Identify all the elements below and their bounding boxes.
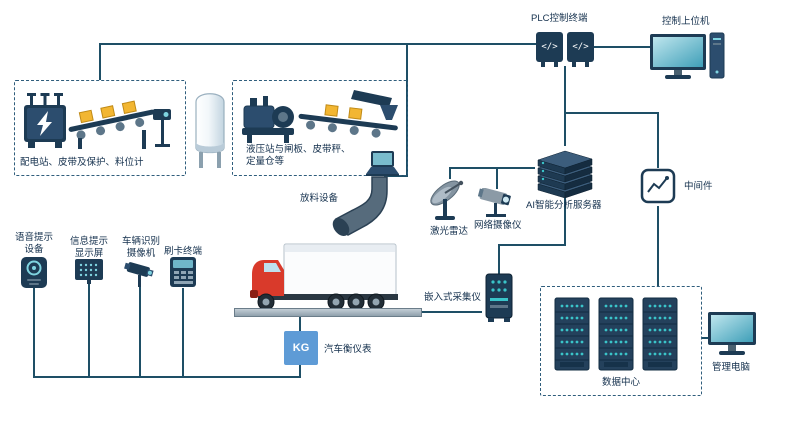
scale-indicator-label: 汽车衡仪表 <box>324 344 372 355</box>
lidar-label: 激光雷达 <box>430 226 469 237</box>
connector-line <box>99 43 101 80</box>
connector-line <box>182 288 184 377</box>
kg-indicator: KG <box>284 331 318 365</box>
connector-line <box>33 288 35 377</box>
server-rack-icon <box>640 296 680 377</box>
network-camera-label: 网络摄像仪 <box>474 220 522 231</box>
datacenter-box <box>540 286 702 396</box>
group1-label: 配电站、皮带及保护、料位计 <box>20 157 144 168</box>
truck-icon <box>238 236 422 317</box>
vehicle-camera-label: 车辆识别 摄像机 <box>114 236 168 260</box>
connector-line <box>139 286 141 377</box>
connector-line <box>100 43 536 45</box>
server-rack-icon <box>596 296 636 377</box>
connector-line <box>564 198 566 246</box>
camera-label-line1: 车辆识别 <box>121 236 160 247</box>
display-screen-icon <box>74 258 104 291</box>
laptop-icon <box>362 150 402 183</box>
connector-line <box>496 167 498 189</box>
middleware-chart-icon <box>640 168 676 211</box>
cctv-camera-icon <box>124 262 158 293</box>
discharge-label: 放料设备 <box>300 193 339 204</box>
plc-code-glyph: </> <box>541 42 558 52</box>
control-host-label: 控制上位机 <box>662 16 710 27</box>
management-pc-label: 管理电脑 <box>712 362 751 373</box>
plc-terminal-1: </> <box>536 32 563 67</box>
display-label-line1: 信息提示 <box>69 236 108 247</box>
display-label-line2: 显示屏 <box>74 247 104 259</box>
connector-line <box>657 112 659 168</box>
connector-line <box>299 365 301 378</box>
connector-line <box>449 167 535 169</box>
voice-label-line2: 设备 <box>24 243 44 255</box>
collector-icon <box>482 272 516 329</box>
card-reader-icon <box>168 256 198 295</box>
level-gauge-icon <box>152 108 174 153</box>
card-terminal-label: 刷卡终端 <box>160 246 206 258</box>
weighbridge-platform <box>234 308 422 317</box>
discharge-chute-icon <box>330 176 390 249</box>
conveyor-icon <box>66 94 160 155</box>
plc-terminal-label: PLC控制终端 <box>531 13 588 24</box>
hydraulic-station-icon <box>240 94 296 149</box>
group2-label-line1: 液压站与闸板、皮带秤、 <box>246 144 351 155</box>
network-camera-icon <box>477 187 518 223</box>
voice-label-line1: 语音提示 <box>14 232 53 243</box>
kg-text: KG <box>292 342 310 354</box>
group2-label-line2: 定量仓等 <box>246 155 285 167</box>
connector-line <box>88 284 90 377</box>
voice-device-label: 语音提示 设备 <box>8 232 60 256</box>
server-rack-icon <box>552 296 592 377</box>
management-pc-icon <box>704 310 760 365</box>
card-label-line1: 刷卡终端 <box>163 246 202 257</box>
collector-label: 嵌入式采集仪 <box>424 292 482 303</box>
datacenter-label: 数据中心 <box>602 377 641 388</box>
connector-line <box>701 337 709 339</box>
connector-line <box>33 376 301 378</box>
connector-line <box>594 46 650 48</box>
equipment-group-box-1 <box>14 80 186 176</box>
middleware-label: 中间件 <box>684 181 713 192</box>
info-display-label: 信息提示 显示屏 <box>62 236 116 260</box>
connector-line <box>498 244 500 274</box>
plc-code-glyph: </> <box>572 42 589 52</box>
camera-label-line2: 摄像机 <box>126 247 156 259</box>
speaker-icon <box>20 256 48 295</box>
transformer-icon <box>22 92 68 155</box>
connector-line <box>564 66 566 146</box>
connector-line <box>564 112 658 114</box>
ai-server-label: AI智能分析服务器 <box>526 200 602 211</box>
silo-icon <box>192 86 228 177</box>
plc-terminal-2: </> <box>567 32 594 67</box>
lidar-dish-icon <box>426 176 474 229</box>
connector-line <box>422 311 482 313</box>
connector-line <box>299 317 301 331</box>
desktop-computer-icon <box>648 30 726 87</box>
connector-line <box>449 167 451 179</box>
group2-label: 液压站与闸板、皮带秤、 定量仓等 <box>246 144 351 168</box>
ai-server-icon <box>534 146 596 203</box>
connector-line <box>498 244 566 246</box>
belt-scale-conveyor-icon <box>296 88 406 151</box>
equipment-group-box-2 <box>232 80 408 176</box>
connector-line <box>657 206 659 286</box>
